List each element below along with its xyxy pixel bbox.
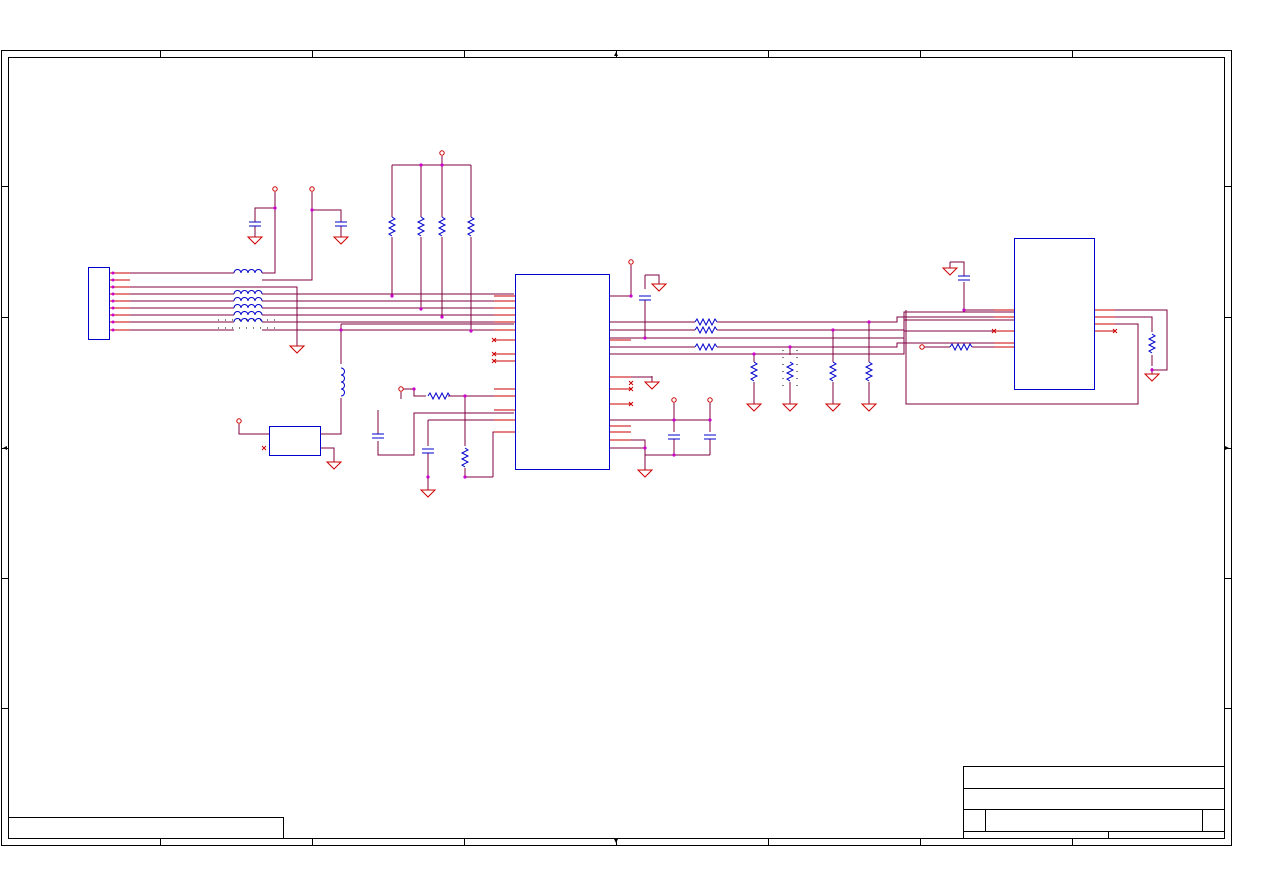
junctions-right bbox=[629, 294, 1154, 457]
capacitor-c3 bbox=[371, 433, 385, 439]
ferrite-bead-array bbox=[218, 269, 276, 329]
capacitor-c1 bbox=[248, 221, 262, 227]
notes-block bbox=[8, 817, 284, 839]
capacitor-c4 bbox=[421, 448, 435, 454]
power-port-icon-right bbox=[628, 259, 933, 411]
regulator-u1 bbox=[261, 426, 321, 456]
capacitors-right bbox=[638, 275, 971, 440]
ground-icon-right bbox=[637, 261, 1160, 478]
main-ic-u2 bbox=[491, 274, 634, 470]
resistor-r-series-left bbox=[427, 392, 451, 400]
frame-center-arrows bbox=[3, 52, 1229, 843]
right-ic-u3 bbox=[991, 238, 1118, 390]
pullup-resistors bbox=[388, 216, 475, 237]
resistor-r-vertical-left bbox=[461, 447, 469, 468]
inductor-l-vertical bbox=[340, 367, 345, 397]
wires-right bbox=[610, 261, 1168, 464]
connector-j1 bbox=[88, 267, 130, 340]
title-block bbox=[963, 766, 1225, 839]
capacitor-c2 bbox=[334, 221, 348, 227]
wires-left bbox=[130, 158, 514, 484]
junctions-left bbox=[273, 163, 473, 479]
